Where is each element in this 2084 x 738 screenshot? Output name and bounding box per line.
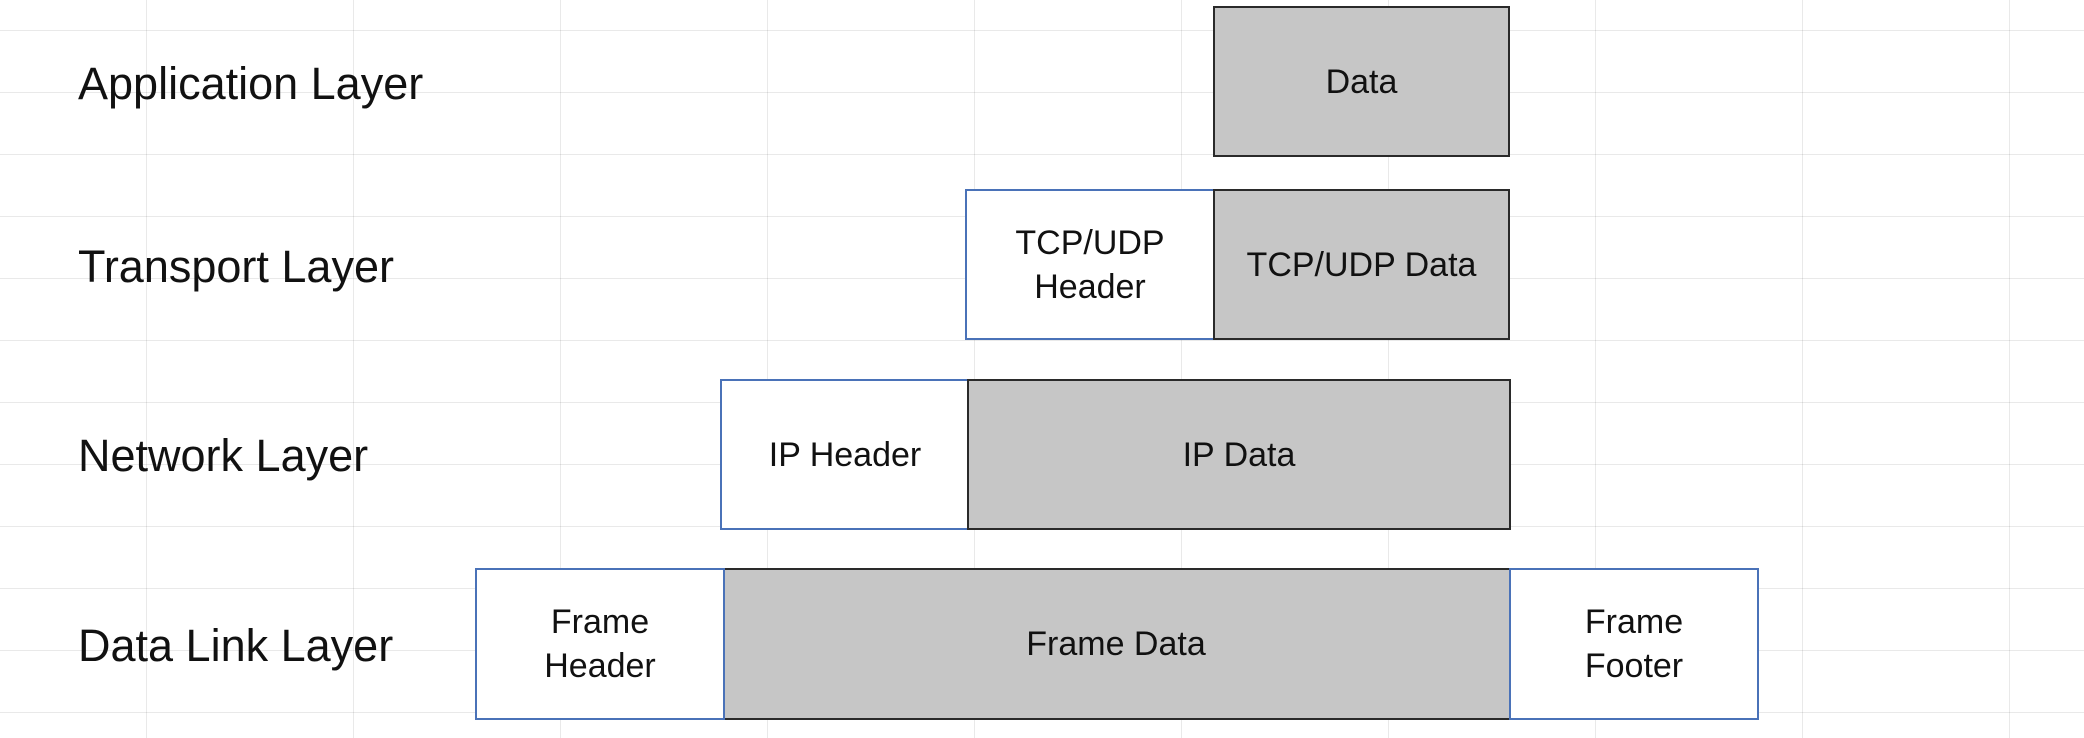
application-data-box: Data xyxy=(1213,6,1510,157)
frame-header-line-2: Header xyxy=(544,647,656,685)
frame-footer-line-1: Frame xyxy=(1584,603,1684,641)
frame-header-line-1: Frame xyxy=(550,603,650,641)
layer-label-application: Application Layer xyxy=(78,58,424,109)
frame-data-label: Frame Data xyxy=(1026,625,1206,663)
ip-header-box: IP Header xyxy=(720,379,970,530)
tcp-udp-data-label: TCP/UDP Data xyxy=(1246,245,1477,284)
frame-header-box: Frame Header xyxy=(475,568,725,720)
tcp-udp-header-line-2: Header xyxy=(1034,267,1146,306)
tcp-udp-header-line-1: TCP/UDP xyxy=(1015,223,1165,262)
frame-data-box: Frame Data xyxy=(721,568,1511,720)
layer-label-data-link: Data Link Layer xyxy=(78,620,394,671)
frame-footer-box: Frame Footer xyxy=(1509,568,1759,720)
tcp-udp-data-box: TCP/UDP Data xyxy=(1213,189,1510,340)
ip-header-label: IP Header xyxy=(768,435,922,474)
application-data-label: Data xyxy=(1325,62,1398,101)
frame-footer-line-2: Footer xyxy=(1584,647,1684,685)
tcp-udp-header-box: TCP/UDP Header xyxy=(965,189,1215,340)
layer-label-transport: Transport Layer xyxy=(78,241,394,292)
ip-data-box: IP Data xyxy=(967,379,1511,530)
layer-label-network: Network Layer xyxy=(78,430,369,481)
ip-data-label: IP Data xyxy=(1182,435,1296,474)
